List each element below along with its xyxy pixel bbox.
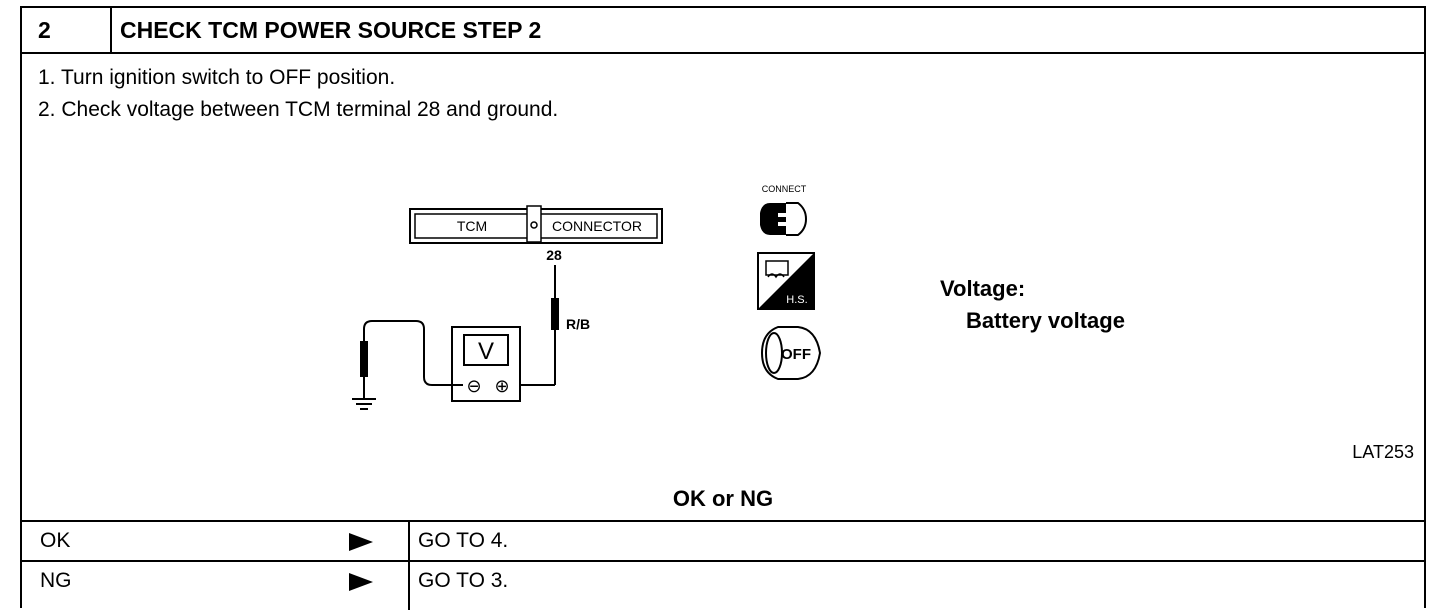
result-label: NG bbox=[40, 569, 72, 592]
connector-tcm-label: TCM bbox=[457, 218, 487, 234]
instruction-2: 2. Check voltage between TCM terminal 28… bbox=[38, 98, 559, 121]
ignition-off-label: OFF bbox=[781, 346, 811, 363]
ground-probe bbox=[360, 320, 463, 399]
result-heading: OK or NG bbox=[672, 486, 774, 511]
wire-color-label: R/B bbox=[566, 316, 590, 332]
result-row-ok: OK GO TO 4. bbox=[22, 520, 1424, 560]
ground-icon bbox=[352, 398, 376, 410]
positive-terminal: ⊕ bbox=[494, 376, 509, 397]
hs-icon: H.S. bbox=[757, 252, 815, 310]
result-action: GO TO 3. bbox=[418, 569, 509, 592]
row-divider bbox=[408, 562, 410, 610]
voltmeter: V ⊖ ⊕ bbox=[451, 326, 521, 402]
hs-icon-label: H.S. bbox=[786, 294, 807, 306]
right-arrow-icon bbox=[349, 533, 373, 551]
instruction-1: 1. Turn ignition switch to OFF position. bbox=[38, 66, 396, 89]
result-row-ng: NG GO TO 3. bbox=[22, 560, 1424, 610]
connector-name-label: CONNECTOR bbox=[552, 218, 642, 234]
row-divider bbox=[408, 522, 410, 560]
right-arrow-icon bbox=[349, 573, 373, 591]
step-header: 2 CHECK TCM POWER SOURCE STEP 2 bbox=[22, 8, 1424, 54]
connect-icon: CONNECT bbox=[760, 184, 808, 236]
voltage-spec-label: Voltage: bbox=[940, 276, 1026, 301]
voltage-check-diagram: TCM CONNECTOR 28 R/B V ⊖ ⊕ bbox=[352, 184, 822, 410]
voltage-spec-value: Battery voltage bbox=[966, 308, 1125, 333]
result-label: OK bbox=[40, 529, 71, 552]
ignition-off-icon: OFF bbox=[760, 326, 822, 380]
step-title: CHECK TCM POWER SOURCE STEP 2 bbox=[120, 17, 542, 43]
figure-code: LAT253 bbox=[1352, 442, 1414, 462]
meter-symbol: V bbox=[478, 338, 494, 365]
result-action: GO TO 4. bbox=[418, 529, 509, 552]
step-number: 2 bbox=[22, 8, 112, 52]
negative-terminal: ⊖ bbox=[466, 376, 481, 397]
tcm-connector: TCM CONNECTOR bbox=[409, 205, 663, 244]
connect-icon-label: CONNECT bbox=[762, 184, 807, 194]
inspection-step-table: 2 CHECK TCM POWER SOURCE STEP 2 1. Turn … bbox=[20, 6, 1426, 610]
terminal-number: 28 bbox=[546, 247, 562, 263]
